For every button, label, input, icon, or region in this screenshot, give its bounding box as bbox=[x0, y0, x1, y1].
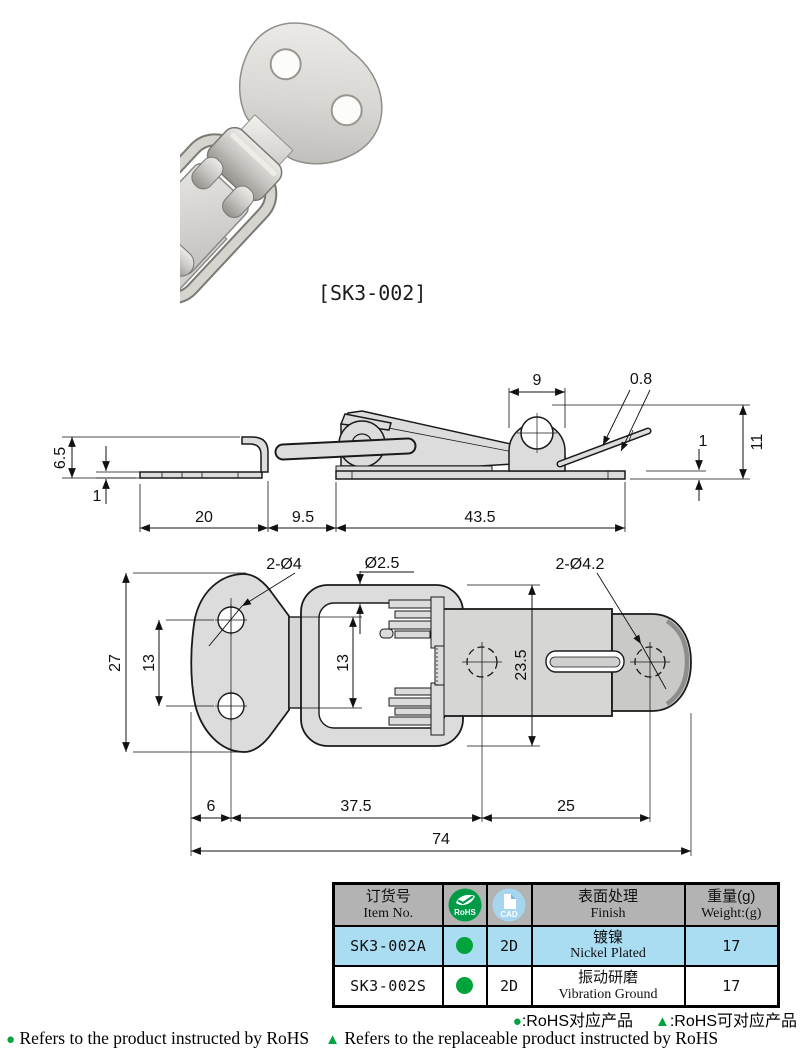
header-rohs: RoHS bbox=[441, 882, 488, 927]
top-view-dim-labels: 2-Ø4 Ø2.5 2-Ø4.2 27 13 13 23.5 6 37.5 25… bbox=[107, 555, 605, 848]
dim-label: 13 bbox=[335, 654, 352, 672]
lever-plate bbox=[180, 162, 249, 275]
svg-text:CAD: CAD bbox=[500, 910, 518, 919]
dim-label: 9 bbox=[533, 372, 542, 389]
finish-cn: 镀镍 bbox=[592, 929, 623, 947]
dim-label: 20 bbox=[195, 509, 213, 526]
rohs-cell bbox=[441, 964, 488, 1008]
pivot-roll bbox=[180, 221, 195, 277]
rohs-cell bbox=[441, 924, 488, 967]
fan-hole bbox=[269, 48, 302, 81]
dim-label: 1 bbox=[699, 433, 708, 450]
dim-label: 27 bbox=[107, 654, 124, 672]
weight-cell: 17 bbox=[683, 964, 780, 1008]
header-item-no-en: Item No. bbox=[363, 905, 414, 921]
product-model-label: [SK3-002] bbox=[318, 281, 427, 305]
rohs-dot-icon: ● bbox=[6, 1032, 16, 1048]
spring-comb-top bbox=[379, 596, 445, 736]
dim-label: 9.5 bbox=[292, 509, 314, 526]
dim-label: 23.5 bbox=[513, 649, 530, 680]
base-plate-side bbox=[335, 470, 626, 480]
fan-plate-top bbox=[190, 573, 290, 753]
product-photo bbox=[180, 22, 383, 355]
legend-cn-dot-text: :RoHS对应产品 bbox=[521, 1013, 633, 1030]
side-view-dimensions bbox=[62, 388, 750, 532]
dim-label: 25 bbox=[557, 798, 575, 815]
header-weight-en: Weight:(g) bbox=[701, 905, 762, 921]
legend-cn-triangle-text: :RoHS可对应产品 bbox=[669, 1013, 797, 1030]
finish-en: Nickel Plated bbox=[570, 946, 646, 962]
rohs-dot-icon: ● bbox=[512, 1013, 522, 1030]
dim-label: 6 bbox=[207, 798, 216, 815]
item-no-cell: SK3-002S bbox=[332, 964, 444, 1008]
top-view-part bbox=[190, 573, 692, 753]
svg-text:RoHS: RoHS bbox=[454, 908, 476, 917]
table-row: SK3-002A 2D 镀镍 Nickel Plated 17 bbox=[332, 924, 780, 967]
side-view-dim-labels: 6.5 1 20 9.5 43.5 9 0.8 1 11 bbox=[52, 371, 766, 526]
lever-knuckle bbox=[191, 156, 224, 190]
dim-label: 74 bbox=[432, 831, 450, 848]
header-weight: 重量(g) Weight:(g) bbox=[683, 882, 780, 927]
side-view-drawing: 6.5 1 20 9.5 43.5 9 0.8 1 11 bbox=[52, 371, 766, 532]
finish-en: Vibration Ground bbox=[558, 986, 658, 1002]
legend-en-dot-text: Refers to the product instructed by RoHS bbox=[19, 1028, 310, 1048]
header-item-no: 订货号 Item No. bbox=[332, 882, 444, 927]
item-no-cell: SK3-002A bbox=[332, 924, 444, 967]
lever-knuckle bbox=[222, 185, 255, 219]
dim-label: Ø2.5 bbox=[365, 555, 400, 572]
rohs-icon: RoHS bbox=[448, 888, 481, 922]
header-finish-cn: 表面处理 bbox=[577, 888, 638, 906]
dim-label: 43.5 bbox=[464, 509, 495, 526]
dim-label: 37.5 bbox=[340, 798, 371, 815]
cad-icon: CAD bbox=[492, 888, 526, 922]
rohs-legend-cn: ●:RoHS对应产品 ▲:RoHS可对应产品 bbox=[513, 1007, 797, 1031]
header-cad: CAD bbox=[485, 882, 533, 927]
header-item-no-cn: 订货号 bbox=[365, 888, 411, 906]
hinge-bracket bbox=[206, 126, 283, 202]
header-finish-en: Finish bbox=[590, 905, 626, 921]
rohs-compliant-dot-icon bbox=[456, 977, 473, 995]
dim-label: 1 bbox=[93, 488, 102, 505]
side-view-part bbox=[139, 410, 652, 480]
header-finish: 表面处理 Finish bbox=[530, 882, 686, 927]
finish-cell: 镀镍 Nickel Plated bbox=[530, 924, 686, 967]
cad-cell: 2D bbox=[485, 924, 533, 967]
rohs-compliant-dot-icon bbox=[456, 936, 473, 954]
top-view-dimensions bbox=[122, 571, 692, 856]
weight-cell: 17 bbox=[683, 924, 780, 967]
table-header-row: 订货号 Item No. RoHS CAD bbox=[332, 882, 780, 927]
dim-label: 6.5 bbox=[52, 447, 69, 469]
finish-cell: 振动研磨 Vibration Ground bbox=[530, 964, 686, 1008]
cad-cell: 2D bbox=[485, 964, 533, 1008]
finish-cn: 振动研磨 bbox=[577, 969, 638, 987]
top-view-drawing: 2-Ø4 Ø2.5 2-Ø4.2 27 13 13 23.5 6 37.5 25… bbox=[107, 555, 692, 856]
rohs-legend-en: ● Refers to the product instructed by Ro… bbox=[6, 1028, 718, 1049]
rohs-triangle-icon: ▲ bbox=[325, 1032, 340, 1048]
dim-label: 11 bbox=[749, 434, 766, 451]
spec-table: 订货号 Item No. RoHS CAD bbox=[332, 882, 780, 1008]
table-row: SK3-002S 2D 振动研磨 Vibration Ground 17 bbox=[332, 964, 780, 1008]
dim-label: 13 bbox=[141, 654, 158, 672]
dim-label: 2-Ø4 bbox=[266, 556, 302, 573]
fan-hole bbox=[330, 94, 363, 127]
dim-label: 0.8 bbox=[630, 371, 652, 388]
header-weight-cn: 重量(g) bbox=[707, 888, 756, 906]
dim-label: 2-Ø4.2 bbox=[556, 556, 605, 573]
mounting-holes-top bbox=[462, 642, 670, 682]
legend-en-triangle-text: Refers to the replaceable product instru… bbox=[344, 1028, 719, 1048]
hook bbox=[241, 436, 269, 473]
rohs-triangle-icon: ▲ bbox=[655, 1013, 670, 1030]
